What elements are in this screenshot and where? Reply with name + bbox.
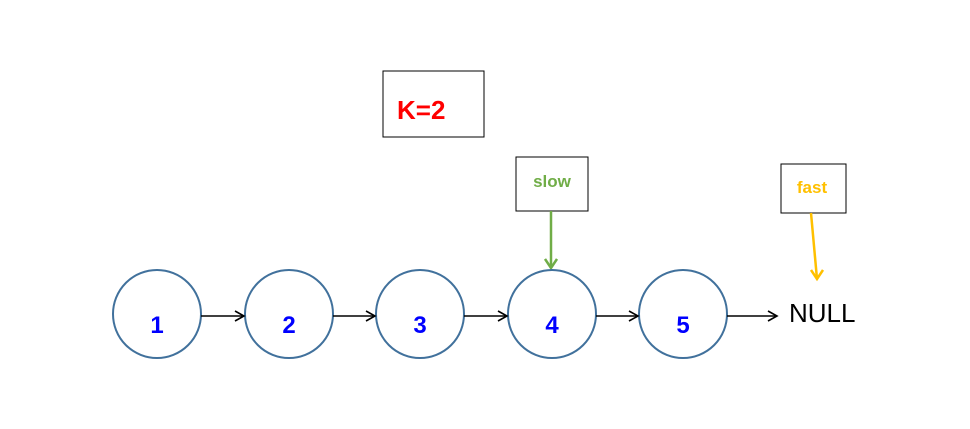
slow-box <box>515 156 589 212</box>
node-4: 4 <box>507 269 597 359</box>
node-label: 1 <box>150 312 163 339</box>
node-3: 3 <box>375 269 465 359</box>
fast-box <box>780 163 847 214</box>
slow-label: slow <box>533 172 572 191</box>
fast-arrow <box>809 212 817 279</box>
k-box: K=2 <box>382 70 485 138</box>
node-2: 2 <box>244 269 334 359</box>
k-box-frame <box>382 70 485 138</box>
node-label: 5 <box>676 312 689 339</box>
node-label: 3 <box>413 312 426 339</box>
node-1: 1 <box>112 269 202 359</box>
k-label: K=2 <box>397 95 445 125</box>
slow-pointer: slow <box>515 156 589 268</box>
null-label: NULL <box>789 298 855 328</box>
fast-pointer: fast <box>780 163 847 279</box>
node-label: 4 <box>545 312 559 339</box>
node-label: 2 <box>282 312 295 339</box>
node-5: 5 <box>638 269 728 359</box>
node-circle <box>112 269 202 359</box>
fast-label: fast <box>797 178 828 197</box>
